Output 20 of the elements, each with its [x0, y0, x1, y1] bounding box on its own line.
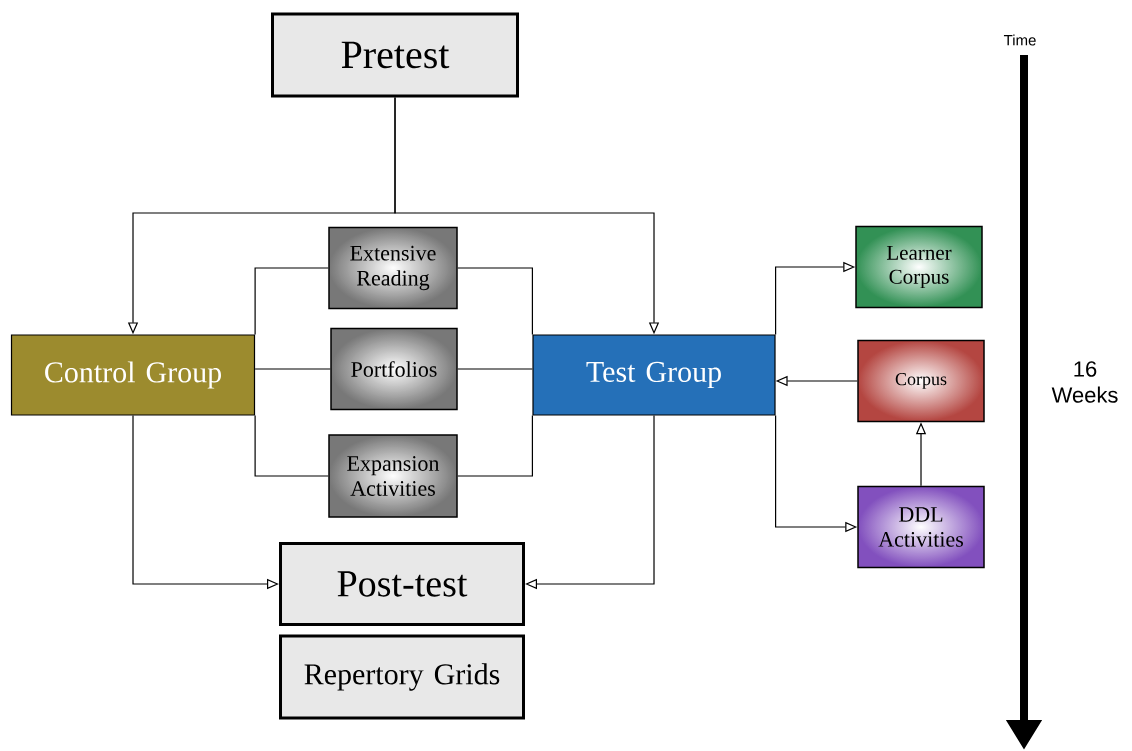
connector [457, 267, 533, 335]
group-box: Test Group [532, 334, 776, 416]
connector [457, 415, 533, 477]
resource-box: DDL Activities [857, 485, 985, 569]
resource-box: Learner Corpus [855, 225, 983, 309]
connector [254, 415, 329, 477]
connector [254, 368, 331, 370]
connector [254, 267, 329, 335]
activity-box: Expansion Activities [328, 434, 458, 518]
stage-box: Pretest [271, 12, 519, 98]
activity-box: Extensive Reading [328, 226, 458, 310]
stage-box: Repertory Grids [279, 634, 525, 720]
stage-box: Post-test [279, 542, 525, 626]
group-box: Control Group [10, 334, 256, 416]
connector [457, 368, 533, 370]
time-label: Time [1003, 34, 1036, 46]
time-label: 16 Weeks [1051, 361, 1118, 403]
resource-box: Corpus [857, 339, 985, 423]
connector [525, 415, 655, 590]
activity-box: Portfolios [330, 327, 458, 411]
